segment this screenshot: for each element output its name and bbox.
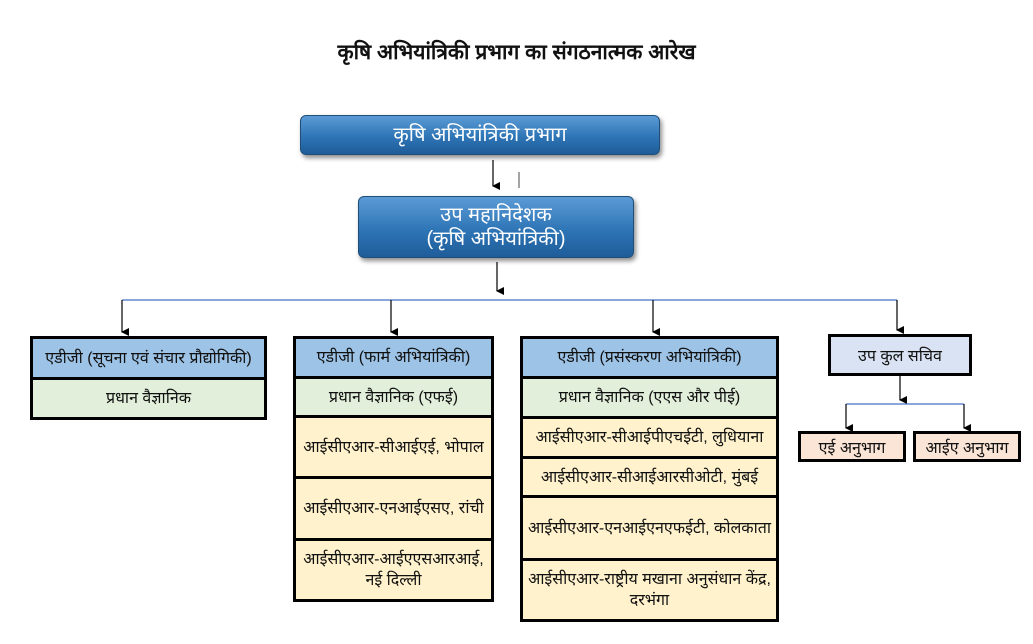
institute-cell: आईसीएआर-आईएएसआरआई, नई दिल्ली [296, 541, 491, 599]
adg-processing-column: एडीजी (प्रसंस्करण अभियांत्रिकी) प्रधान व… [520, 336, 779, 622]
ddg-line1: उप महानिदेशक [440, 204, 552, 226]
ddg-line2: (कृषि अभियांत्रिकी) [426, 228, 566, 250]
adg-header: एडीजी (प्रसंस्करण अभियांत्रिकी) [523, 339, 776, 376]
scientist-cell: प्रधान वैज्ञानिक [33, 380, 264, 417]
adg-ict-column: एडीजी (सूचना एवं संचार प्रौद्योगिकी) प्र… [30, 336, 267, 420]
institute-cell: आईसीएआर-राष्ट्रीय मखाना अनुसंधान केंद्र,… [523, 561, 776, 619]
ddg-box: उप महानिदेशक (कृषि अभियांत्रिकी) [358, 196, 634, 258]
deputy-registrar-box: उप कुल सचिव [828, 334, 972, 376]
institute-cell: आईसीएआर-एनआईएनएफईटी, कोलकाता [523, 498, 776, 558]
adg-header: एडीजी (फार्म अभियांत्रिकी) [296, 339, 491, 376]
adg-header: एडीजी (सूचना एवं संचार प्रौद्योगिकी) [33, 339, 264, 377]
institute-cell: आईसीएआर-सीआईएई, भोपाल [296, 418, 491, 476]
scientist-cell: प्रधान वैज्ञानिक (एफई) [296, 379, 491, 415]
division-label: कृषि अभियांत्रिकी प्रभाग [393, 124, 567, 146]
division-box: कृषि अभियांत्रिकी प्रभाग [300, 115, 660, 155]
adg-farm-column: एडीजी (फार्म अभियांत्रिकी) प्रधान वैज्ञा… [293, 336, 494, 602]
institute-cell: आईसीएआर-सीआईपीएचईटी, लुधियाना [523, 419, 776, 456]
institute-cell: आईसीएआर-एनआईएसए, रांची [296, 479, 491, 538]
section-box-ae: एई अनुभाग [798, 431, 906, 462]
institute-cell: आईसीएआर-सीआईआरसीओटी, मुंबई [523, 459, 776, 495]
chart-title: कृषि अभियांत्रिकी प्रभाग का संगठनात्मक आ… [337, 41, 696, 64]
section-box-ia: आईए अनुभाग [913, 431, 1021, 462]
scientist-cell: प्रधान वैज्ञानिक (एएस और पीई) [523, 379, 776, 416]
